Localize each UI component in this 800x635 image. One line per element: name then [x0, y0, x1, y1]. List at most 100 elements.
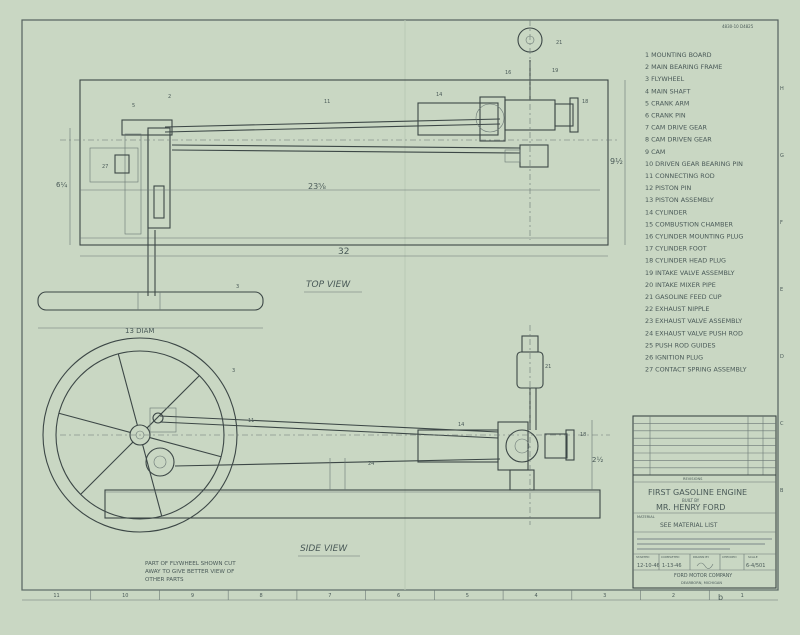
exhaust-cap-top — [569, 97, 579, 133]
cylinder-head-side — [497, 421, 529, 471]
pencil-mark: b — [718, 593, 723, 602]
dim-23: 23⅝ — [308, 182, 326, 191]
cam-top — [504, 149, 521, 163]
started-date: 12-10-46 — [637, 563, 660, 569]
cam-drive-gear-side — [145, 447, 175, 477]
flywheel-spoke — [142, 444, 163, 517]
callout-3b: 3 — [232, 368, 235, 374]
main-bearing-frame-side — [147, 127, 171, 229]
note-line-1: PART OF FLYWHEEL SHOWN CUT — [145, 561, 236, 567]
title-line-2: MR. HENRY FORD — [656, 503, 725, 512]
part-list-item: 14 CYLINDER — [645, 208, 688, 216]
border-column-label: 8 — [260, 593, 263, 599]
part-list-item: 17 CYLINDER FOOT — [645, 245, 707, 253]
dim-side-height: 2½ — [592, 456, 603, 464]
part-list-item: 21 GASOLINE FEED CUP — [645, 293, 722, 301]
completed-date: 1-13-46 — [662, 563, 682, 569]
border-row-label: B — [780, 488, 784, 494]
valve-assembly-side — [505, 429, 539, 463]
part-list-item: 25 PUSH ROD GUIDES — [645, 341, 716, 349]
part-list-item: 6 CRANK PIN — [645, 112, 686, 120]
exhaust-nipple-top — [554, 103, 574, 127]
border-column-label: 7 — [328, 593, 331, 599]
part-list-item: 11 CONNECTING ROD — [645, 172, 715, 180]
sheet-code: 4830-10 D4825 — [722, 24, 754, 29]
part-list-item: 3 FLYWHEEL — [645, 75, 685, 83]
part-list-item: 1 MOUNTING BOARD — [645, 51, 712, 59]
combustion-chamber-top — [475, 103, 505, 133]
sheet-number: 6-4/501 — [746, 563, 765, 569]
part-list-item: 7 CAM DRIVE GEAR — [645, 124, 708, 132]
main-bearing-frame-top — [121, 119, 173, 136]
top-view: 32 23⅝ 9½ 6¼ 13 DIAM TOP VIEW — [37, 20, 626, 335]
scale-label: SCALE — [748, 555, 758, 559]
part-list-item: 18 CYLINDER HEAD PLUG — [645, 257, 726, 265]
company-name: FORD MOTOR COMPANY — [674, 573, 732, 579]
top-view-label: TOP VIEW — [306, 280, 351, 290]
crank-arm-side — [149, 407, 177, 433]
completed-label: COMPLETED — [661, 555, 680, 559]
part-list-item: 8 CAM DRIVEN GEAR — [645, 136, 712, 144]
border-row-label: E — [780, 287, 783, 293]
revisions-header: REVISIONS — [683, 477, 703, 481]
part-list-item: 20 INTAKE MIXER PIPE — [645, 281, 716, 289]
title-block: REVISIONS FIRST GASOLINE ENGINE BUILT BY… — [632, 415, 777, 589]
flywheel-spoke — [149, 437, 222, 458]
crank-pin-side — [152, 412, 164, 424]
border-row-label: D — [780, 354, 784, 360]
flywheel-spoke — [117, 353, 138, 426]
drawn-label: DRAWN BY — [693, 555, 709, 559]
flywheel-spoke — [80, 441, 134, 495]
callout-14b: 14 — [458, 422, 464, 428]
drawn-by-signature — [696, 562, 714, 569]
part-list-item: 16 CYLINDER MOUNTING PLUG — [645, 233, 743, 241]
part-list-item: 19 INTAKE VALVE ASSEMBLY — [645, 269, 735, 277]
push-rod-top-2 — [171, 149, 521, 154]
cylinder-foot-side — [509, 469, 535, 491]
border-row-label: F — [780, 220, 783, 226]
dim-9: 9½ — [610, 157, 623, 166]
callout-18b: 18 — [580, 432, 586, 438]
push-rod-top — [171, 144, 521, 149]
title-line-1: FIRST GASOLINE ENGINE — [648, 488, 747, 497]
callout-24: 24 — [368, 461, 374, 467]
callout-16: 16 — [505, 70, 511, 76]
connecting-rod-side-2 — [159, 421, 499, 439]
callout-11: 11 — [324, 99, 330, 105]
border-row-label: H — [780, 86, 784, 92]
exhaust-cap-side — [565, 429, 575, 461]
border-row-label: G — [780, 153, 784, 159]
border-column-label: 3 — [603, 593, 606, 599]
part-list-item: 9 CAM — [645, 148, 665, 156]
border-column-label: 11 — [53, 593, 59, 599]
border-column-label: 10 — [122, 593, 128, 599]
border-column-label: 1 — [741, 593, 744, 599]
material-label: MATERIAL — [637, 515, 655, 519]
part-list-item: 15 COMBUSTION CHAMBER — [645, 220, 733, 228]
part-list: 1 MOUNTING BOARD 2 MAIN BEARING FRAME 3 FL… — [645, 51, 747, 374]
border-column-label: 4 — [534, 593, 537, 599]
top-view-board-outline — [79, 79, 609, 246]
callout-21: 21 — [556, 40, 562, 46]
callout-19: 19 — [552, 68, 558, 74]
cutaway-note: PART OF FLYWHEEL SHOWN CUT AWAY TO GIVE … — [145, 561, 236, 583]
part-list-item: 10 DRIVEN GEAR BEARING PIN — [645, 160, 743, 168]
dim-32: 32 — [338, 247, 349, 257]
note-line-3: OTHER PARTS — [145, 577, 184, 583]
border-column-label: 9 — [191, 593, 194, 599]
part-list-item: 2 MAIN BEARING FRAME — [645, 63, 722, 71]
started-label: STARTED — [636, 555, 650, 559]
border-column-label: 5 — [466, 593, 469, 599]
frame-upright — [124, 133, 142, 235]
side-view: 2½ SIDE VIEW — [42, 325, 610, 557]
note-line-2: AWAY TO GIVE BETTER VIEW OF — [145, 569, 234, 575]
exhaust-nipple-side — [544, 433, 568, 459]
part-list-item: 23 EXHAUST VALVE ASSEMBLY — [645, 317, 742, 325]
valve-assembly-core — [514, 438, 530, 454]
dim-6: 6¼ — [56, 181, 67, 189]
flywheel-spoke — [58, 412, 131, 433]
callout-27: 27 — [102, 164, 108, 170]
part-list-item: 26 IGNITION PLUG — [645, 354, 703, 362]
